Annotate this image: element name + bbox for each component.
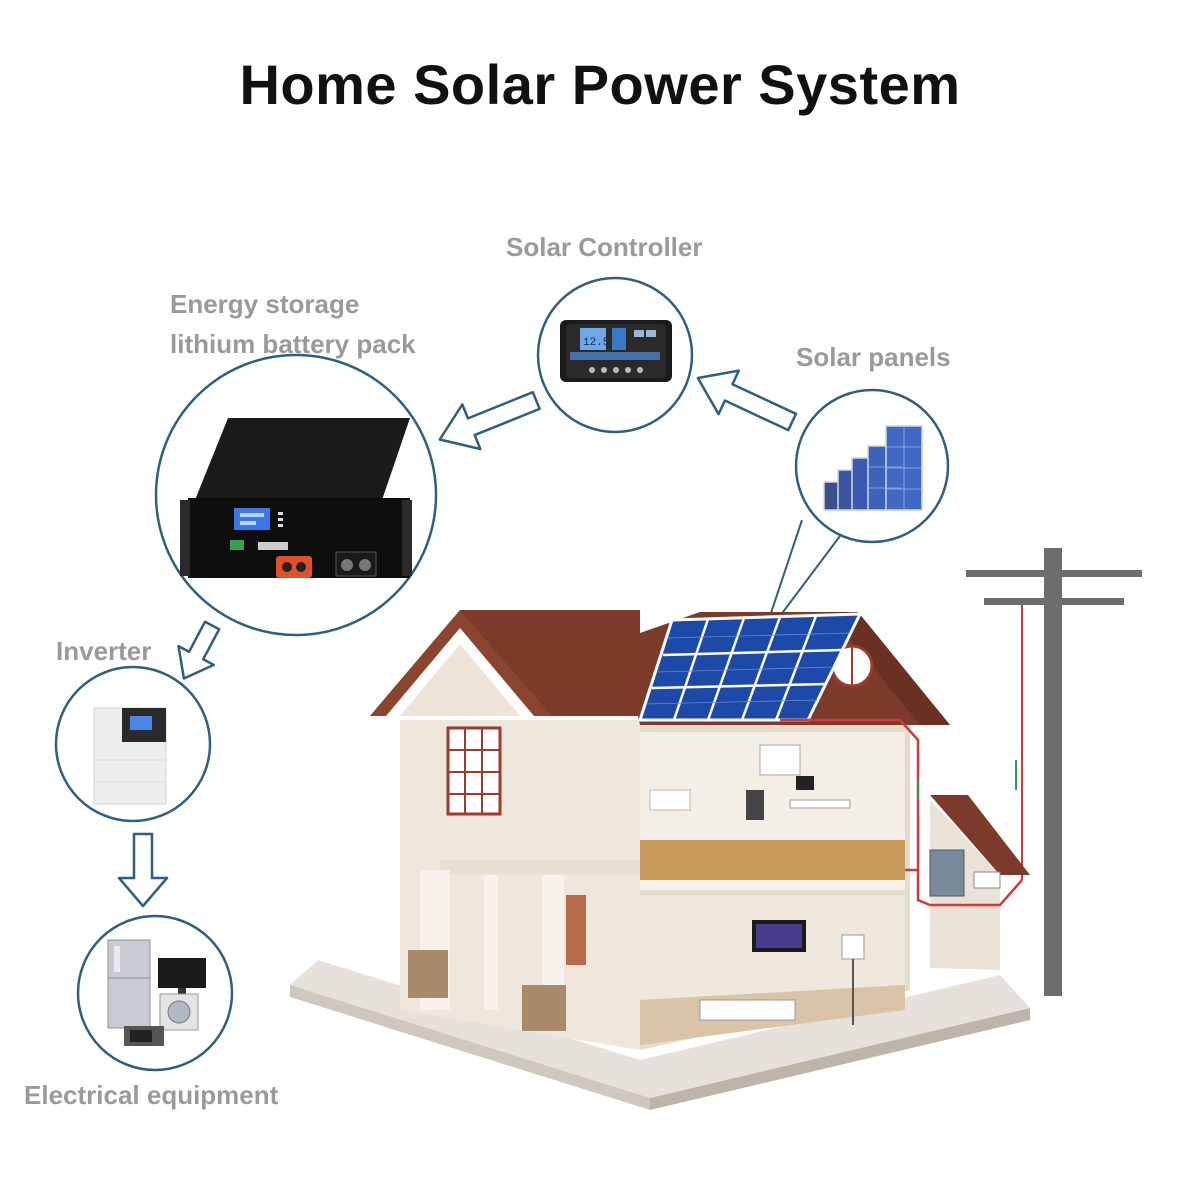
electrical-equipment-node <box>76 914 234 1072</box>
electric-meter <box>973 871 1001 889</box>
arrow-controller-to-battery <box>438 390 541 451</box>
utility-pole <box>966 548 1142 996</box>
annex-roof <box>930 795 1030 875</box>
battery-pack-node <box>154 353 438 637</box>
arrow-battery-to-inverter <box>177 620 221 680</box>
label-battery-line1: Energy storage <box>170 289 360 319</box>
distribution-box <box>929 849 965 897</box>
house-base <box>290 960 1030 1098</box>
page-title: Home Solar Power System <box>239 53 961 116</box>
arrow-panels-to-controller <box>696 369 798 432</box>
battery-lcd <box>234 508 270 530</box>
controller-lcd <box>580 328 606 350</box>
roof-solar-array <box>637 612 863 722</box>
inverter-node <box>54 665 212 823</box>
flow-arrows <box>117 369 798 908</box>
red-wiring <box>780 718 1023 907</box>
label-battery-pack: Energy storage lithium battery pack <box>170 284 416 364</box>
house <box>290 610 1030 1110</box>
upper-room <box>640 732 905 860</box>
label-inverter: Inverter <box>56 636 152 666</box>
solar-panels-node <box>794 388 950 544</box>
arrow-inverter-to-equipment <box>117 832 169 908</box>
label-solar-controller: Solar Controller <box>506 232 703 262</box>
solar-controller-node: 12.5 <box>536 276 694 434</box>
controller-lcd-text: 12.5 <box>583 337 609 349</box>
label-solar-panels: Solar panels <box>796 342 951 372</box>
label-electrical-equipment: Electrical equipment <box>24 1080 279 1110</box>
